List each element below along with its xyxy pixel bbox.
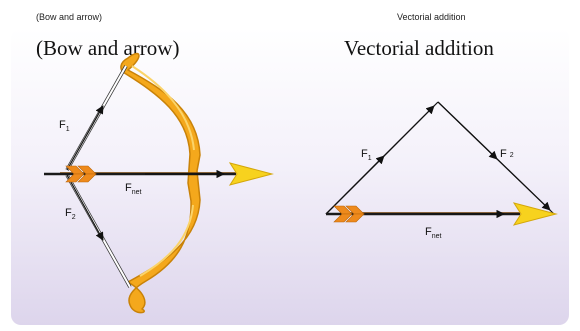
fnet-label-vector: Fnet — [425, 226, 442, 240]
fnet-label-bow: Fnet — [125, 182, 142, 196]
arrow-head — [230, 163, 272, 185]
f2-vector-bow — [67, 175, 103, 240]
f2-label-bow: F2 — [65, 207, 76, 221]
bow-arrow — [44, 163, 272, 185]
bow — [67, 54, 200, 313]
f1-vector-bow — [67, 106, 103, 170]
f1-label-bow: F1 — [59, 119, 70, 133]
bow-limbs — [121, 54, 200, 313]
vector-arrow — [326, 203, 556, 225]
f1-label-vector: F1 — [361, 148, 372, 162]
